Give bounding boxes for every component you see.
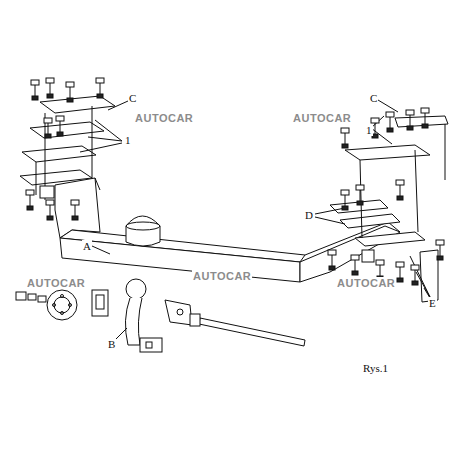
tow-ball — [125, 216, 192, 352]
callout-label: Rys.1 — [362, 362, 389, 374]
bolt-part — [356, 185, 364, 190]
bolt-part — [396, 262, 404, 267]
bolt-part — [341, 128, 349, 133]
bolt-part — [75, 205, 76, 216]
bolt-part — [371, 118, 379, 123]
bolt-part — [345, 195, 346, 206]
bolt-part — [437, 256, 443, 260]
bolt-part — [345, 133, 346, 144]
bolt-part — [397, 278, 403, 282]
bolt-part — [47, 94, 53, 98]
bolt-part — [396, 180, 404, 185]
bolt-part — [412, 281, 418, 285]
bolt-part — [407, 126, 413, 130]
bolt-part — [386, 112, 394, 117]
bolt-part — [32, 96, 38, 100]
bolt-part — [67, 98, 73, 102]
bolt-part — [72, 216, 78, 220]
watermark: AUTOCAR — [292, 112, 352, 124]
crossbar — [55, 178, 400, 282]
bolts — [26, 78, 444, 285]
bolt-part — [341, 190, 349, 195]
bolt-part — [26, 190, 34, 195]
bolt-part — [96, 78, 104, 83]
bolt-part — [44, 118, 52, 123]
bolt-part — [360, 190, 361, 201]
bolt-part — [376, 260, 384, 265]
bolt-part — [48, 123, 49, 134]
watermark: AUTOCAR — [336, 277, 396, 289]
bolt-part — [397, 196, 403, 200]
callout-label: E — [428, 297, 437, 309]
callout-label: B — [107, 338, 116, 350]
bolt-part — [400, 185, 401, 196]
bolt-part — [100, 83, 101, 94]
bolt-part — [50, 205, 51, 216]
bolt-part — [355, 260, 356, 271]
electric-socket — [16, 290, 108, 320]
bolt-part — [35, 85, 36, 96]
bolt-part — [351, 255, 359, 260]
bolt-part — [27, 206, 33, 210]
callout-label: A — [82, 240, 92, 252]
bolt-part — [357, 201, 363, 205]
watermark: AUTOCAR — [134, 112, 194, 124]
bolt-part — [425, 113, 426, 124]
bolt-part — [400, 267, 401, 278]
watermark: AUTOCAR — [26, 277, 86, 289]
bolt-part — [436, 240, 444, 245]
bolt-part — [31, 80, 39, 85]
bolt-part — [390, 117, 391, 128]
right-bracket — [330, 116, 448, 302]
bolt-part — [328, 250, 336, 255]
bolt-part — [421, 108, 429, 113]
watermark: AUTOCAR — [192, 270, 252, 282]
bolt-part — [372, 134, 378, 138]
bolt-part — [47, 216, 53, 220]
leader-lines — [80, 100, 430, 340]
bolt-part — [70, 87, 71, 98]
bolt-part — [66, 82, 74, 87]
bolt-part — [380, 265, 381, 276]
bolt-part — [56, 116, 64, 121]
bolt-part — [45, 134, 51, 138]
bolt-part — [60, 121, 61, 132]
bolt-part — [440, 245, 441, 256]
bolt-part — [415, 270, 416, 281]
bolt-part — [342, 144, 348, 148]
bolt-part — [387, 128, 393, 132]
bolt-part — [329, 266, 335, 270]
callout-label: D — [304, 209, 314, 221]
bolt-part — [422, 124, 428, 128]
bolt-part — [57, 132, 63, 136]
bolt-part — [375, 123, 376, 134]
bolt-part — [411, 265, 419, 270]
bolt-part — [50, 83, 51, 94]
bolt-part — [342, 206, 348, 210]
callout-label: 1 — [124, 134, 132, 146]
bolt-part — [30, 195, 31, 206]
bolt-part — [46, 200, 54, 205]
bolt-part — [410, 115, 411, 126]
callout-label: C — [369, 92, 378, 104]
long-bolt — [190, 314, 305, 346]
callout-label: C — [128, 92, 137, 104]
bolt-part — [46, 78, 54, 83]
bolt-part — [97, 94, 103, 98]
callout-label: 1 — [365, 124, 373, 136]
bolt-part — [406, 110, 414, 115]
bolt-part — [71, 200, 79, 205]
bolt-part — [352, 271, 358, 275]
bolt-part — [332, 255, 333, 266]
